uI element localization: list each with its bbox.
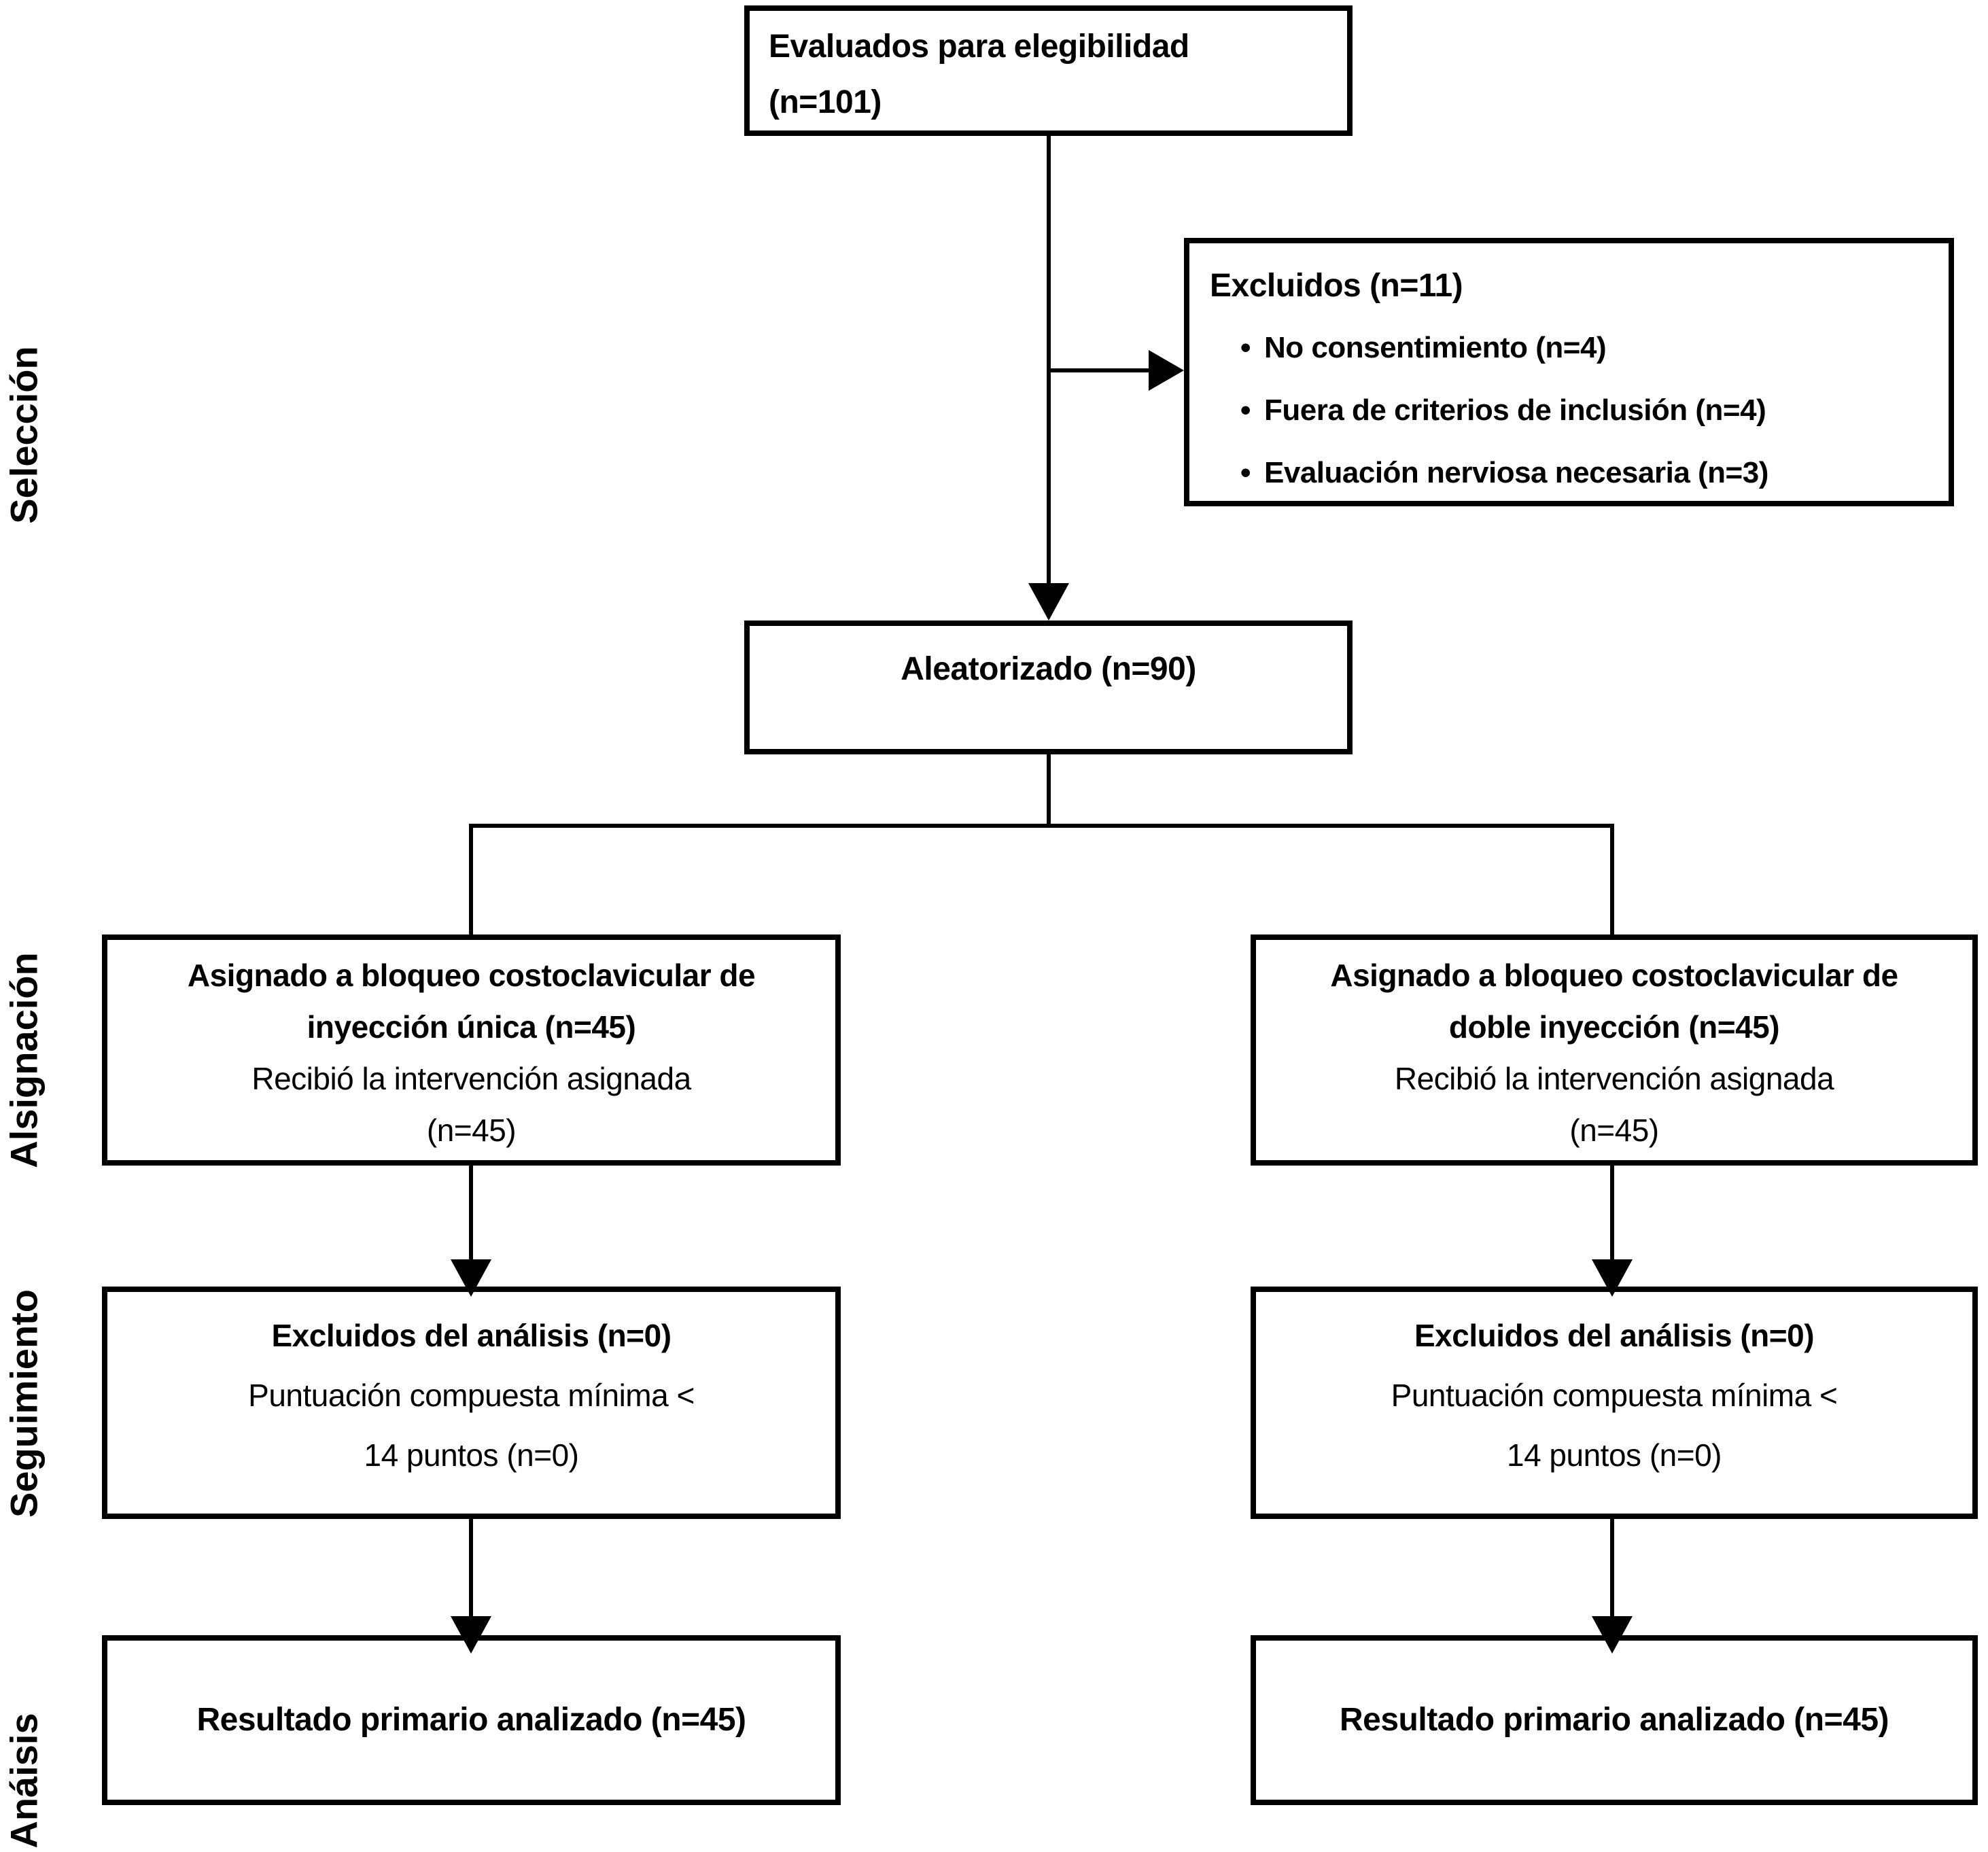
allocation-right-title-1: Asignado a bloqueo costoclavicular de	[1330, 958, 1898, 993]
allocation-left-title-2: inyección única (n=45)	[307, 1009, 636, 1045]
connector-allocation-left-to-followup	[469, 1166, 473, 1263]
followup-right-sub-2: 14 puntos (n=0)	[1506, 1437, 1722, 1473]
analysis-left-box: Resultado primario analizado (n=45)	[102, 1635, 841, 1805]
followup-left-sub-1: Puntuación compuesta mínima <	[248, 1378, 695, 1413]
analysis-right-title: Resultado primario analizado (n=45)	[1339, 1702, 1889, 1738]
bullet-icon: •	[1240, 331, 1251, 364]
followup-right-box: Excluidos del análisis (n=0) Puntuación …	[1251, 1287, 1978, 1519]
arrowhead-into-followup-left	[451, 1259, 491, 1297]
analysis-right-box: Resultado primario analizado (n=45)	[1251, 1635, 1978, 1805]
connector-eligibility-to-randomized	[1047, 136, 1051, 584]
followup-left-box: Excluidos del análisis (n=0) Puntuación …	[102, 1287, 841, 1519]
arrowhead-into-excluded	[1149, 350, 1184, 391]
excluded-bullet-row: • Fuera de criterios de inclusión (n=4)	[1240, 379, 1942, 442]
followup-right-title: Excluidos del análisis (n=0)	[1414, 1318, 1815, 1353]
allocation-right-box: Asignado a bloqueo costoclavicular de do…	[1251, 934, 1978, 1166]
followup-right-sub-1: Puntuación compuesta mínima <	[1391, 1378, 1838, 1413]
excluded-title: Excluidos (n=11)	[1210, 268, 1463, 304]
stage-label-allocation: Alsignación	[2, 952, 46, 1168]
randomized-box: Aleatorizado (n=90)	[744, 621, 1353, 754]
allocation-left-sub-1: Recibió la intervención asignada	[251, 1061, 691, 1096]
allocation-left-sub-2: (n=45)	[426, 1113, 517, 1148]
connector-allocation-right-to-followup	[1610, 1166, 1614, 1263]
excluded-bullet-row: • Evaluación nerviosa necesaria (n=3)	[1240, 442, 1942, 504]
connector-followup-right-to-analysis	[1610, 1519, 1614, 1620]
eligibility-box: Evaluados para elegibilidad (n=101)	[744, 5, 1353, 136]
allocation-right-sub-2: (n=45)	[1569, 1113, 1659, 1148]
excluded-bullet-1: No consentimiento (n=4)	[1264, 331, 1607, 364]
arrowhead-into-randomized	[1028, 583, 1069, 621]
followup-left-sub-2: 14 puntos (n=0)	[364, 1437, 579, 1473]
randomized-line: Aleatorizado (n=90)	[901, 651, 1196, 687]
excluded-bullet-3: Evaluación nerviosa necesaria (n=3)	[1264, 456, 1768, 489]
followup-left-title: Excluidos del análisis (n=0)	[271, 1318, 672, 1353]
allocation-left-title-1: Asignado a bloqueo costoclavicular de	[187, 958, 756, 993]
excluded-bullet-2: Fuera de criterios de inclusión (n=4)	[1264, 394, 1766, 427]
eligibility-count: (n=101)	[769, 84, 882, 120]
bullet-icon: •	[1240, 394, 1251, 427]
connector-split-horizontal	[469, 824, 1614, 828]
stage-label-selection: Selección	[2, 346, 46, 524]
analysis-left-title: Resultado primario analizado (n=45)	[196, 1702, 746, 1738]
connector-randomized-stub	[1047, 754, 1051, 826]
allocation-right-sub-1: Recibió la intervención asignada	[1394, 1061, 1834, 1096]
allocation-left-box: Asignado a bloqueo costoclavicular de in…	[102, 934, 841, 1166]
connector-drop-left	[469, 824, 473, 937]
arrowhead-into-analysis-left	[451, 1616, 491, 1654]
connector-drop-right	[1610, 824, 1614, 937]
arrowhead-into-analysis-right	[1592, 1616, 1633, 1654]
bullet-icon: •	[1240, 456, 1251, 489]
eligibility-line1: Evaluados para elegibilidad	[769, 29, 1189, 65]
allocation-right-title-2: doble inyección (n=45)	[1448, 1009, 1780, 1045]
excluded-box: Excluidos (n=11) • No consentimiento (n=…	[1184, 238, 1954, 506]
excluded-bullet-row: • No consentimiento (n=4)	[1240, 317, 1942, 379]
connector-to-excluded	[1049, 368, 1157, 372]
arrowhead-into-followup-right	[1592, 1259, 1633, 1297]
connector-followup-left-to-analysis	[469, 1519, 473, 1620]
stage-label-analysis: Anáisis	[2, 1713, 46, 1849]
stage-label-followup: Seguimiento	[2, 1289, 46, 1518]
